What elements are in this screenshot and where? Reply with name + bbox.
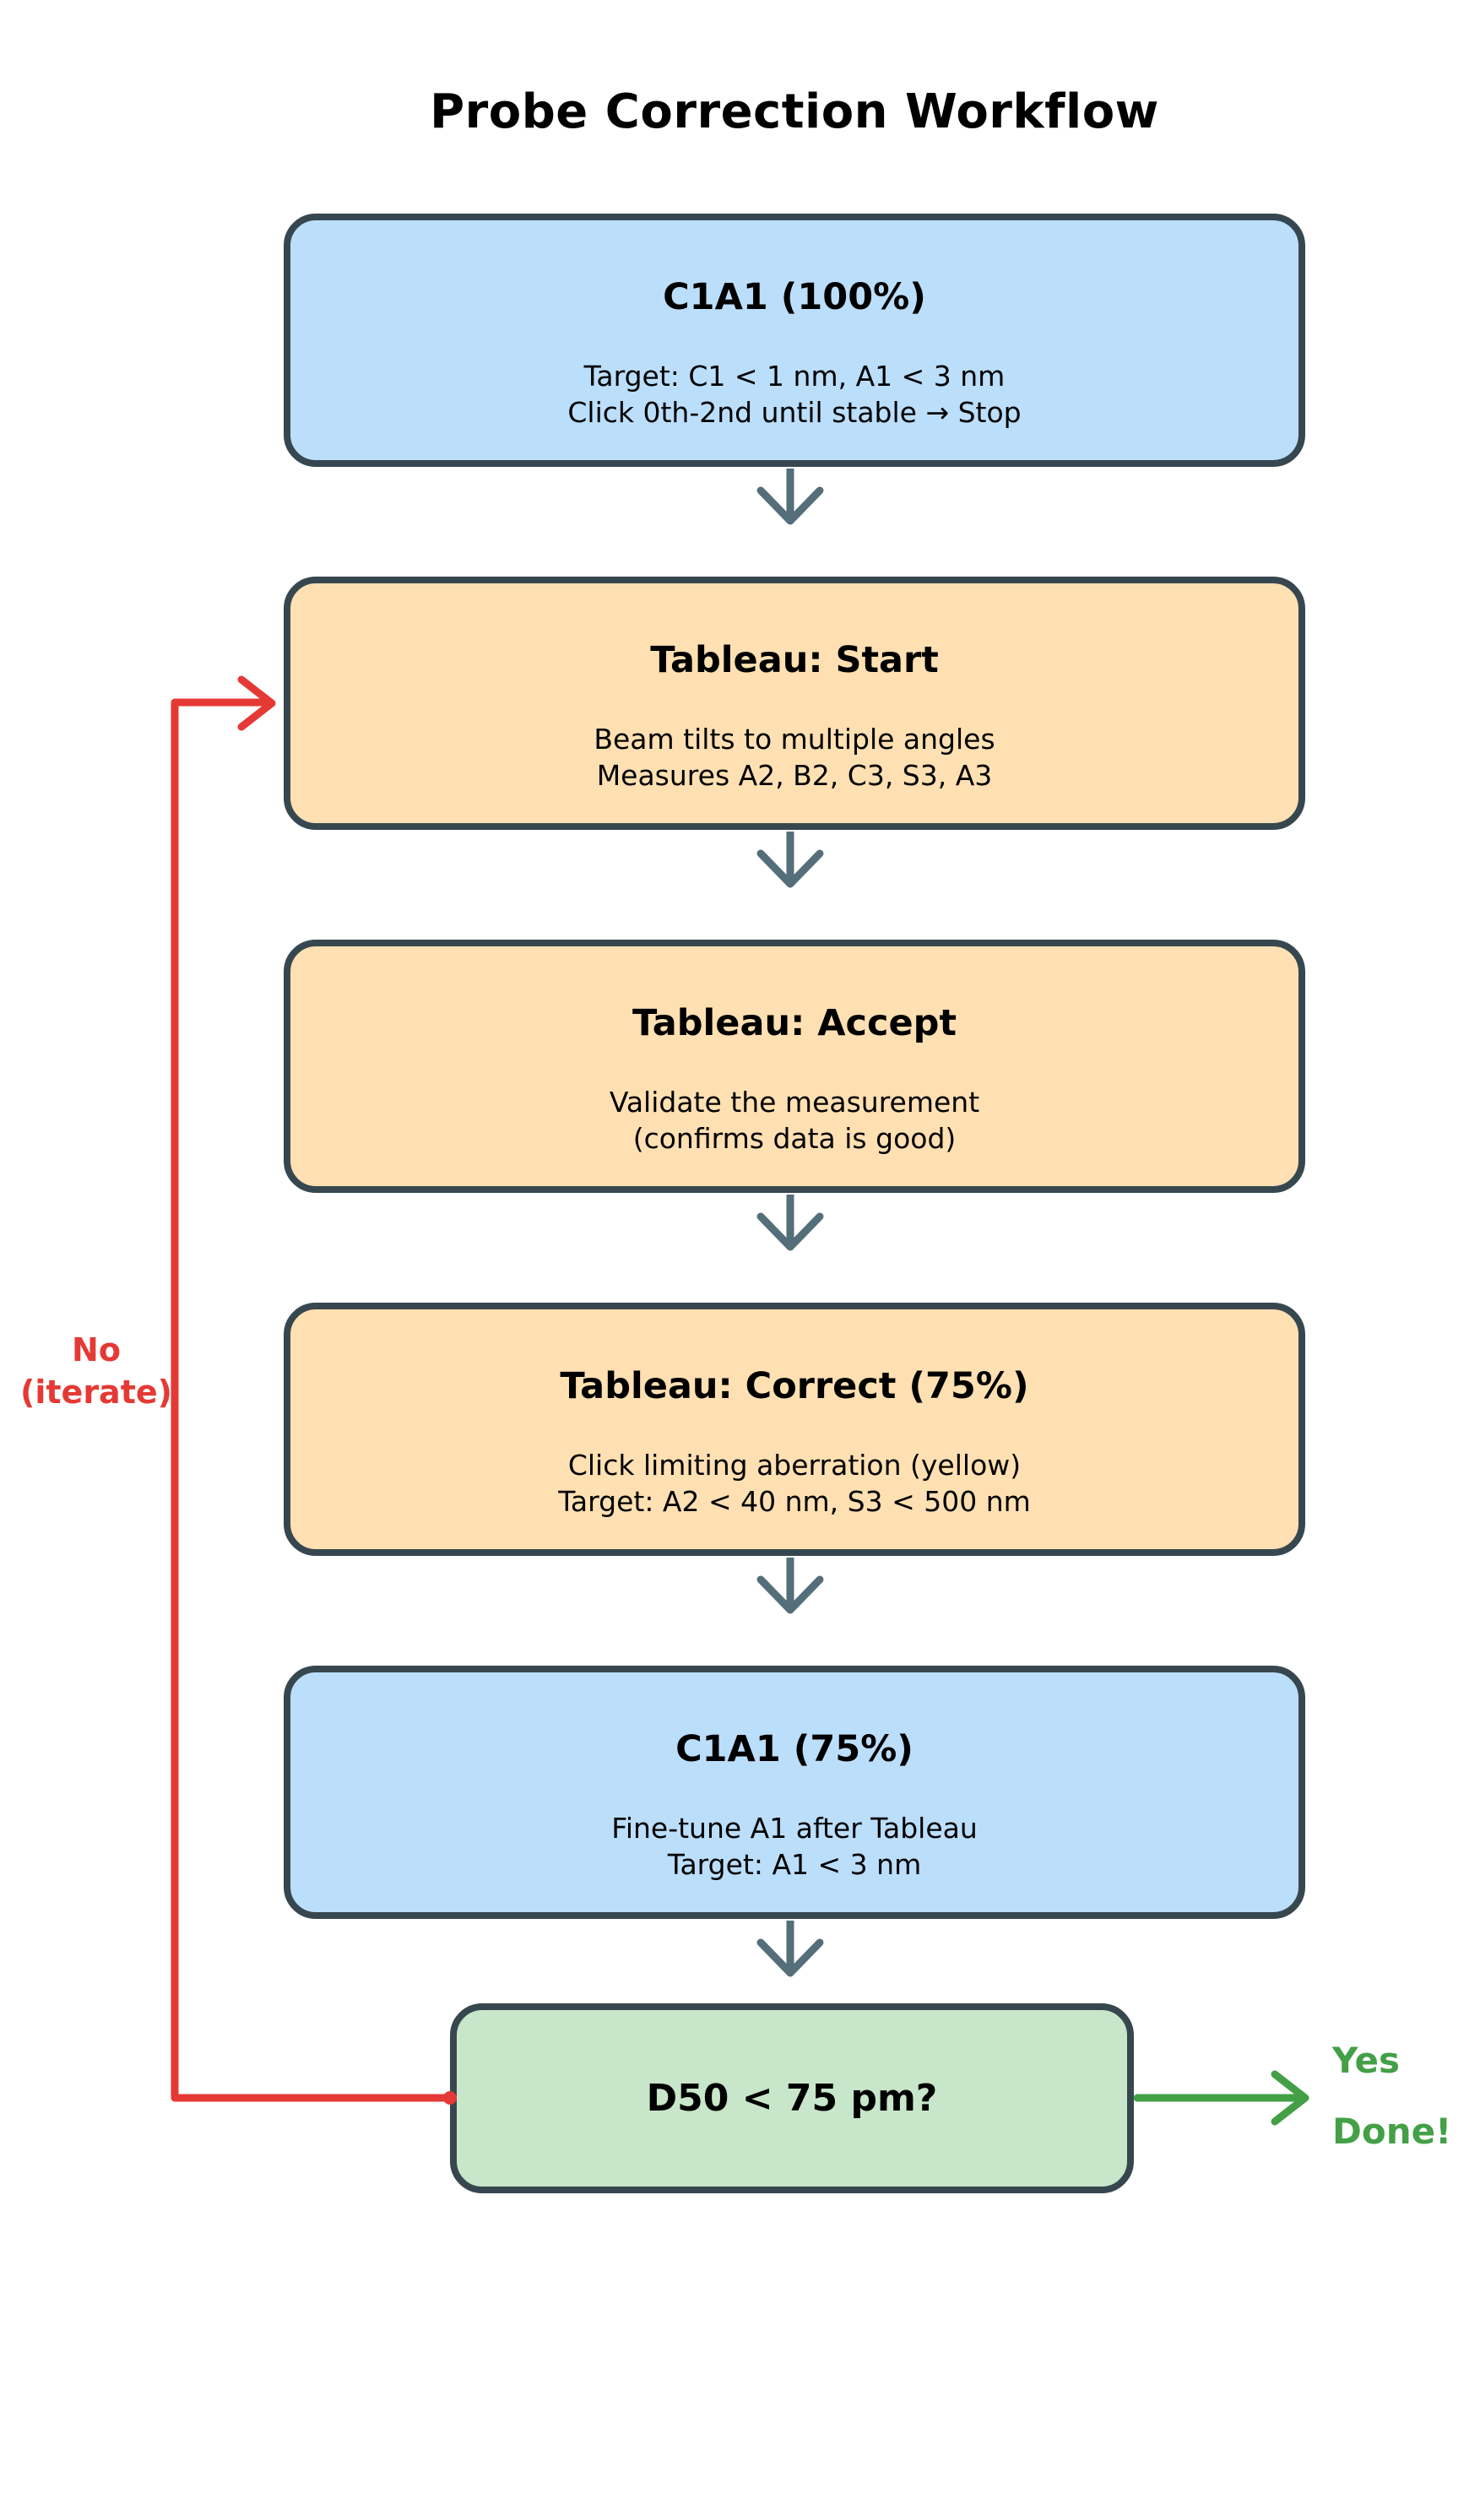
diagram-title: Probe Correction Workflow: [430, 84, 1159, 139]
node-title: Tableau: Correct (75%): [560, 1365, 1029, 1407]
node-c1a1-100: C1A1 (100%) Target: C1 < 1 nm, A1 < 3 nm…: [284, 214, 1305, 467]
arrow-head: [756, 849, 824, 888]
node-subtext-line: Target: C1 < 1 nm, A1 < 3 nm: [583, 360, 1006, 393]
node-tableau-accept: Tableau: Accept Validate the measurement…: [284, 940, 1305, 1193]
node-subtext-line: Click limiting aberration (yellow): [567, 1449, 1022, 1482]
yes-label: Yes: [1332, 2040, 1401, 2081]
node-subtext-line: Beam tilts to multiple angles: [594, 723, 995, 756]
node-c1a1-75: C1A1 (75%) Fine-tune A1 after Tableau Ta…: [284, 1666, 1305, 1919]
node-title: C1A1 (100%): [663, 276, 926, 318]
down-arrow-icon: [756, 1195, 824, 1251]
yes-arrow-head-icon: [1271, 2070, 1309, 2126]
node-subtext-line: Target: A1 < 3 nm: [667, 1848, 922, 1881]
no-label-line: No: [72, 1331, 121, 1368]
done-label: Done!: [1332, 2111, 1452, 2152]
no-label-line: (iterate): [19, 1374, 173, 1411]
node-subtext: Fine-tune A1 after Tableau Target: A1 < …: [290, 1810, 1298, 1883]
node-tableau-correct: Tableau: Correct (75%) Click limiting ab…: [284, 1303, 1305, 1556]
node-title: C1A1 (75%): [675, 1728, 913, 1770]
node-title: Tableau: Start: [650, 639, 939, 681]
node-subtext-line: Measures A2, B2, C3, S3, A3: [596, 759, 993, 792]
node-subtext-line: (confirms data is good): [632, 1122, 957, 1155]
node-subtext: Target: C1 < 1 nm, A1 < 3 nm Click 0th-2…: [290, 358, 1298, 431]
arrow-head: [756, 1212, 824, 1251]
arrow-head: [756, 1575, 824, 1614]
down-arrow-icon: [756, 832, 824, 888]
no-loop-arrow-head-icon: [237, 675, 276, 731]
node-subtext-line: Target: A2 < 40 nm, S3 < 500 nm: [558, 1485, 1031, 1518]
down-arrow-icon: [756, 1921, 824, 1977]
node-subtext: Beam tilts to multiple angles Measures A…: [290, 721, 1298, 794]
node-title: Tableau: Accept: [632, 1002, 957, 1044]
node-title: D50 < 75 pm?: [646, 2077, 938, 2120]
node-subtext: Click limiting aberration (yellow) Targe…: [290, 1447, 1298, 1520]
node-tableau-start: Tableau: Start Beam tilts to multiple an…: [284, 577, 1305, 830]
node-subtext-line: Click 0th-2nd until stable → Stop: [567, 396, 1022, 429]
down-arrow-icon: [756, 1558, 824, 1614]
node-subtext-line: Fine-tune A1 after Tableau: [611, 1812, 978, 1845]
node-subtext: Validate the measurement (confirms data …: [290, 1084, 1298, 1157]
node-decision-d50: D50 < 75 pm?: [450, 2003, 1134, 2193]
node-subtext-line: Validate the measurement: [609, 1086, 980, 1119]
no-iterate-label: No (iterate): [12, 1329, 181, 1413]
arrow-head: [756, 1938, 824, 1977]
arrow-head: [756, 486, 824, 525]
down-arrow-icon: [756, 469, 824, 525]
